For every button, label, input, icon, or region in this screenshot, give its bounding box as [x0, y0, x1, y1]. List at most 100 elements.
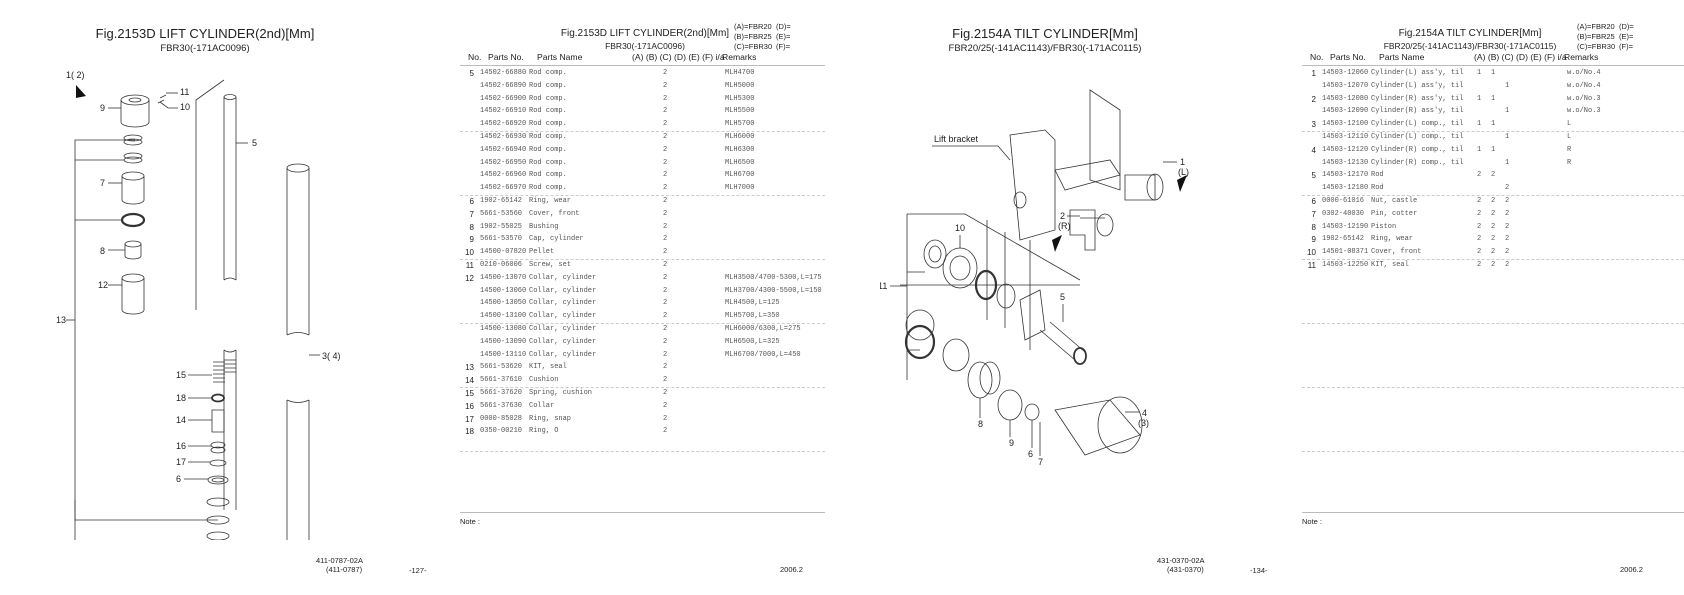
qty-a: 2 [1477, 261, 1482, 269]
part-number: 14503-12250 [1322, 261, 1369, 269]
part-number: 14502-66920 [480, 120, 527, 129]
part-number: 14500-07820 [480, 248, 527, 257]
part-name: Nut, castle [1371, 197, 1418, 205]
qty-c: 2 [663, 261, 668, 269]
part-name: Rod comp. [529, 158, 567, 167]
header-model-columns: (A) (B) (C) (D) (E) (F) i/a [1474, 52, 1567, 62]
item-no: 8 [469, 222, 474, 232]
part-number: 0210-06006 [480, 261, 523, 269]
item-no: 15 [465, 389, 474, 398]
svg-text:18: 18 [176, 393, 186, 403]
remarks: L [1567, 133, 1572, 141]
svg-text:14: 14 [176, 415, 186, 425]
table-header: No.Parts No.Parts Name(A) (B) (C) (D) (E… [460, 52, 825, 65]
qty-c: 2 [663, 222, 668, 231]
svg-text:7: 7 [100, 178, 105, 188]
part-number: 14503-12060 [1322, 69, 1369, 77]
part-name: Cylinder(L) ass'y, til [1371, 69, 1464, 77]
qty-c: 2 [663, 107, 668, 116]
part-number: 14503-12180 [1322, 184, 1369, 193]
item-no: 10 [465, 248, 474, 258]
part-number: 14503-12090 [1322, 107, 1369, 116]
part-name: Collar, cylinder [529, 299, 597, 308]
page-number: -134- [1250, 566, 1268, 575]
qty-c: 2 [663, 401, 668, 410]
group-divider [1302, 323, 1684, 324]
svg-text:11: 11 [880, 281, 887, 291]
item-no: 11 [1307, 261, 1316, 270]
part-name: Rod comp. [529, 184, 567, 193]
group-divider [460, 387, 825, 388]
part-name: Rod comp. [529, 94, 567, 103]
table-header: No.Parts No.Parts Name(A) (B) (C) (D) (E… [1302, 52, 1684, 65]
qty-b: 2 [1491, 197, 1496, 205]
part-name: Rod comp. [529, 107, 567, 116]
remarks: MLH3500/4700-5300,L=175 [725, 273, 822, 282]
qty-c: 2 [663, 325, 668, 333]
qty-c: 2 [663, 145, 668, 154]
svg-text:17: 17 [176, 457, 186, 467]
figure-subtitle: FBR20/25(-141AC1143)/FBR30(-171AC0115) [948, 43, 1142, 54]
part-number: 5661-37610 [480, 376, 523, 385]
remarks: MLH6500 [725, 158, 755, 167]
revision-date: 2006.2 [1620, 565, 1643, 574]
qty-c: 2 [663, 312, 668, 321]
group-divider [460, 323, 825, 324]
remarks: MLH5300 [725, 94, 755, 103]
item-no: 6 [469, 197, 474, 206]
item-no: 1 [1311, 69, 1316, 78]
header-divider [1302, 65, 1684, 66]
qty-c: 2 [663, 376, 668, 385]
part-name: Rod comp. [529, 145, 567, 154]
qty-c: 1 [1505, 133, 1510, 141]
part-name: Spring, cushion [529, 389, 593, 397]
part-number: 14500-13070 [480, 273, 527, 282]
qty-b: 2 [1491, 235, 1496, 244]
remarks: MLH4700 [725, 69, 755, 77]
item-no: 2 [1311, 94, 1316, 104]
item-no: 6 [1311, 197, 1316, 206]
part-name: Collar, cylinder [529, 325, 597, 333]
note-label: Note : [460, 517, 481, 526]
lift-bracket-label: Lift bracket [934, 134, 979, 144]
part-name: Collar, cylinder [529, 273, 597, 282]
part-number: 14502-66930 [480, 133, 527, 141]
qty-c: 2 [663, 273, 668, 282]
group-divider [1302, 451, 1684, 452]
qty-c: 2 [663, 158, 668, 167]
qty-a: 2 [1477, 222, 1482, 231]
part-number: 0302-40030 [1322, 209, 1365, 218]
part-number: 14503-12080 [1322, 94, 1369, 103]
part-number: 1902-65142 [480, 197, 523, 205]
qty-c: 1 [1505, 158, 1510, 167]
part-number: 14500-13050 [480, 299, 527, 308]
qty-c: 2 [663, 427, 668, 436]
note-divider [1302, 512, 1684, 513]
remarks: MLH6700/7000,L=450 [725, 350, 801, 359]
header-parts-no: Parts No. [1330, 52, 1366, 62]
svg-text:5: 5 [252, 138, 257, 148]
part-name: Rod comp. [529, 69, 567, 77]
qty-b: 1 [1491, 94, 1496, 103]
qty-c: 2 [1505, 209, 1510, 218]
table-title: Fig.2154A TILT CYLINDER[Mm] [1398, 28, 1542, 39]
remarks: MLH3700/4300-5500,L=150 [725, 286, 822, 295]
svg-text:5: 5 [1060, 292, 1065, 302]
qty-c: 2 [1505, 184, 1510, 193]
qty-a: 1 [1477, 145, 1482, 154]
part-name: Rod [1371, 184, 1384, 193]
item-no: 5 [469, 69, 474, 78]
part-name: Cylinder(R) ass'y, til [1371, 107, 1464, 116]
